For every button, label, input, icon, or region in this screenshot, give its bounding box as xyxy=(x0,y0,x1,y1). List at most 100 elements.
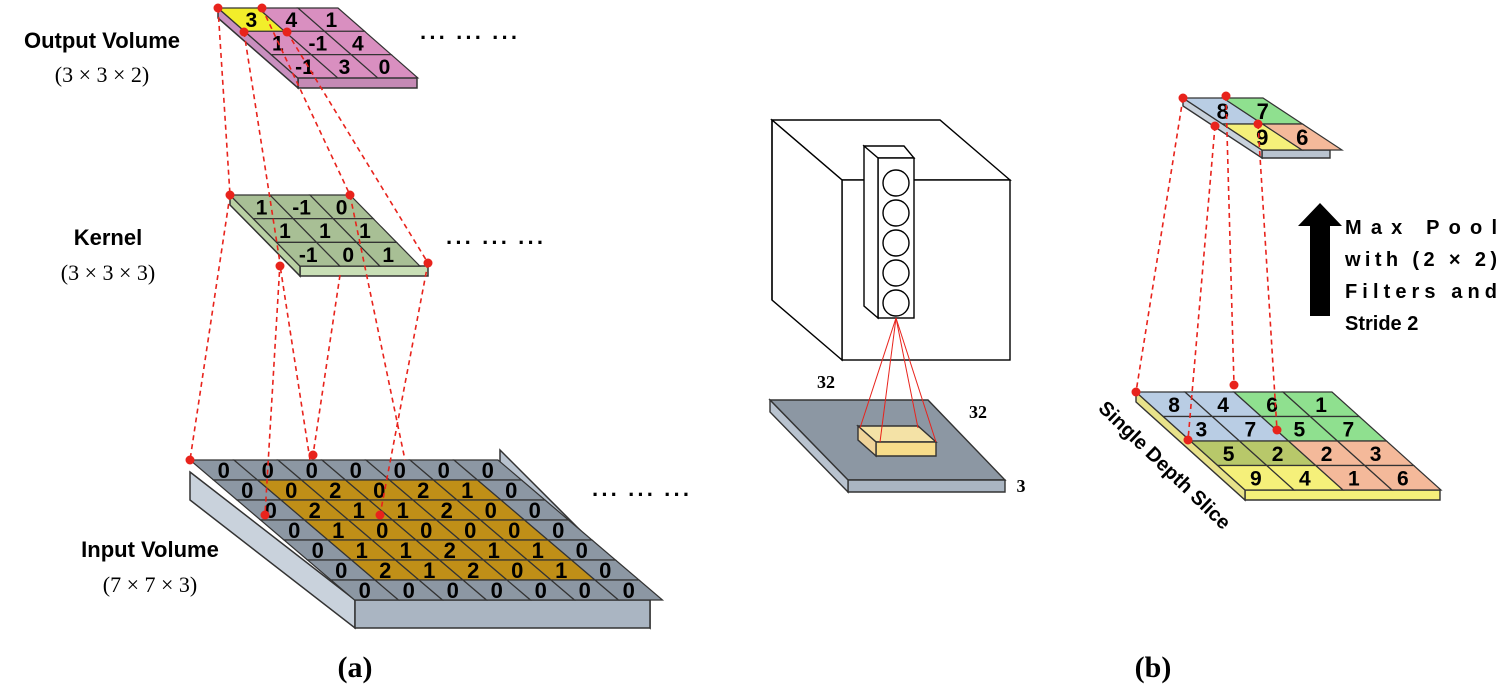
slab-depth-label: 3 xyxy=(1017,476,1026,496)
slice-value: 3 xyxy=(1196,418,1208,441)
kernel-value: 0 xyxy=(342,244,354,267)
slice-value: 2 xyxy=(1321,443,1333,466)
kernel-edge xyxy=(299,265,429,277)
input-volume-title: Input Volume xyxy=(81,537,219,562)
output-volume-dims: (3 × 3 × 2) xyxy=(55,62,149,87)
input-value: 1 xyxy=(332,518,344,543)
output-value: -1 xyxy=(309,33,328,56)
input-value: 0 xyxy=(579,578,591,603)
slab-width-label: 32 xyxy=(817,372,835,392)
caption-a: (a) xyxy=(338,651,373,684)
pool-value: 7 xyxy=(1257,99,1269,124)
slice-value: 6 xyxy=(1266,394,1278,417)
kernel-value: 1 xyxy=(319,220,331,243)
input-value: 2 xyxy=(441,498,453,523)
slice-value: 4 xyxy=(1299,467,1311,490)
input-volume-dims: (7 × 7 × 3) xyxy=(103,572,197,597)
input-value: 1 xyxy=(555,558,567,583)
caption-b: (b) xyxy=(1135,651,1172,684)
input-value: 0 xyxy=(447,578,459,603)
input-value: 1 xyxy=(397,498,409,523)
pool-cell xyxy=(1260,123,1345,151)
input-value: 0 xyxy=(350,458,362,483)
kernel-value: -1 xyxy=(299,244,318,267)
connectors-a xyxy=(189,7,429,516)
ellipsis-output: ··· ··· ··· xyxy=(420,25,520,50)
input-value: 1 xyxy=(461,478,473,503)
input-value: 0 xyxy=(511,558,523,583)
slice-value: 4 xyxy=(1217,394,1229,417)
slice-value: 1 xyxy=(1315,394,1327,417)
output-value: 4 xyxy=(352,33,364,56)
input-value: 2 xyxy=(329,478,341,503)
input-value: 0 xyxy=(529,498,541,523)
input-value: 1 xyxy=(400,538,412,563)
connector-points-a xyxy=(185,3,433,520)
kernel-title: Kernel xyxy=(74,225,142,250)
output-value: 4 xyxy=(285,9,297,32)
pool-label-line-1: Max Pool xyxy=(1345,217,1497,239)
ellipsis-input: ··· ··· ··· xyxy=(592,482,692,507)
output-value: -1 xyxy=(295,56,314,79)
pool-value: 8 xyxy=(1217,99,1229,124)
neuron-column xyxy=(862,144,916,320)
input-value: 1 xyxy=(488,538,500,563)
input-value: 0 xyxy=(312,538,324,563)
pool-label-line-2: with (2 × 2) xyxy=(1344,249,1497,271)
input-value: 1 xyxy=(353,498,365,523)
input-value: 0 xyxy=(485,498,497,523)
kernel-value: 1 xyxy=(359,220,371,243)
input-value: 2 xyxy=(417,478,429,503)
input-value: 0 xyxy=(218,458,230,483)
input-value: 2 xyxy=(467,558,479,583)
input-value: 0 xyxy=(420,518,432,543)
input-value: 0 xyxy=(288,518,300,543)
input-value: 1 xyxy=(423,558,435,583)
pool-label-line-4: Stride 2 xyxy=(1345,313,1418,335)
slab-height-label: 32 xyxy=(969,402,987,422)
input-value: 2 xyxy=(379,558,391,583)
slice-value: 6 xyxy=(1397,467,1409,490)
connectors-b xyxy=(1135,95,1278,441)
kernel-value: 0 xyxy=(336,196,348,219)
input-value: 0 xyxy=(394,458,406,483)
input-volume-front-edge xyxy=(354,599,651,629)
output-volume-title: Output Volume xyxy=(24,28,180,53)
input-value: 0 xyxy=(376,518,388,543)
kernel-dims: (3 × 3 × 3) xyxy=(61,260,155,285)
kernel-value: 1 xyxy=(382,244,394,267)
input-value: 0 xyxy=(373,478,385,503)
input-value: 0 xyxy=(306,458,318,483)
slice-value: 9 xyxy=(1250,467,1262,490)
kernel-cell xyxy=(355,241,422,267)
pool-value: 6 xyxy=(1296,125,1308,150)
output-value: 3 xyxy=(339,56,351,79)
input-value: 0 xyxy=(335,558,347,583)
slice-value: 5 xyxy=(1294,418,1306,441)
slice-value: 5 xyxy=(1223,443,1235,466)
connector-points-b xyxy=(1131,91,1282,445)
slice-value: 7 xyxy=(1343,418,1355,441)
kernel-value: 1 xyxy=(256,196,268,219)
input-value: 0 xyxy=(491,578,503,603)
receptive-field-lines xyxy=(859,317,937,443)
input-value: 0 xyxy=(359,578,371,603)
input-value: 0 xyxy=(241,478,253,503)
input-value: 0 xyxy=(505,478,517,503)
output-value: 0 xyxy=(379,56,391,79)
input-value: 0 xyxy=(438,458,450,483)
input-cell xyxy=(593,579,665,601)
input-value: 2 xyxy=(309,498,321,523)
slice-value: 3 xyxy=(1370,443,1382,466)
input-value: 0 xyxy=(576,538,588,563)
input-value: 1 xyxy=(356,538,368,563)
slice-front-edge xyxy=(1244,489,1441,501)
output-value: 1 xyxy=(325,9,337,32)
kernel-value: 1 xyxy=(279,220,291,243)
